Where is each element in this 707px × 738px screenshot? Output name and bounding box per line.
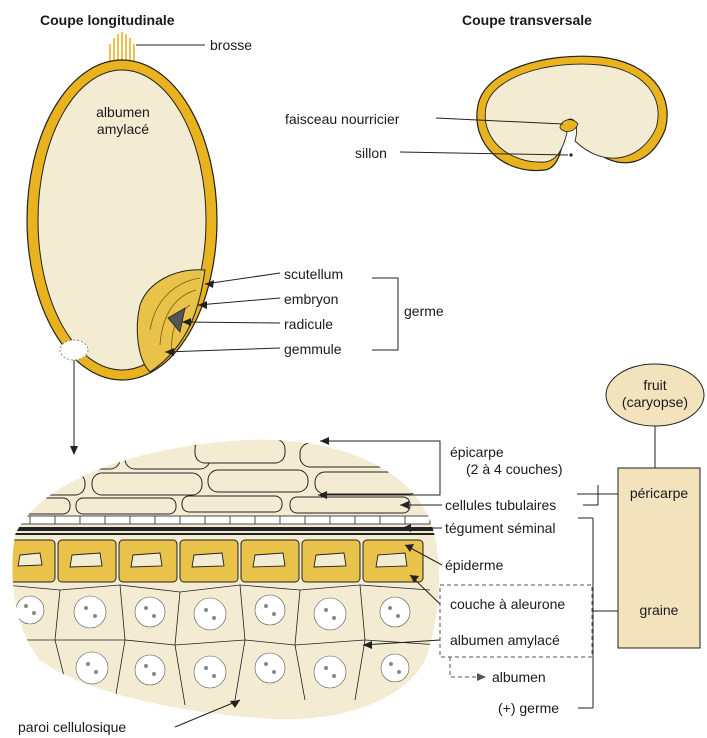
label-aleurone: couche à aleurone (450, 596, 565, 612)
label-faisceau: faisceau nourricier (285, 111, 399, 127)
label-caryopse: (caryopse) (606, 394, 704, 411)
label-germe: germe (404, 303, 444, 319)
label-brosse: brosse (210, 37, 252, 53)
transversal-title: Coupe transversale (462, 12, 592, 28)
label-gemmule: gemmule (284, 341, 342, 357)
label-scutellum: scutellum (284, 266, 343, 282)
label-radicule: radicule (284, 316, 333, 332)
detail-spot (60, 340, 88, 360)
label-albumen: albumen (492, 669, 546, 685)
label-epicarpe: épicarpe (450, 444, 504, 460)
label-epiderme: épiderme (445, 557, 503, 573)
tissue-section (0, 430, 450, 730)
label-embryon: embryon (284, 291, 338, 307)
longitudinal-grain (27, 32, 398, 455)
label-plus-germe: (+) germe (498, 700, 559, 716)
label-tegument: tégument séminal (445, 520, 556, 536)
label-fruit: fruit (606, 377, 704, 394)
longitudinal-title: Coupe longitudinale (40, 12, 175, 28)
transversal-grain (400, 56, 667, 170)
label-amylace: amylacé (78, 121, 168, 137)
label-albumen: albumen (78, 104, 168, 120)
label-graine: graine (618, 602, 700, 619)
label-albumen-amylace: albumen amylacé (450, 632, 560, 648)
label-epicarpe-couches: (2 à 4 couches) (466, 461, 563, 477)
label-pericarpe: péricarpe (618, 485, 700, 502)
label-cellules-tubulaires: cellules tubulaires (445, 497, 556, 513)
faisceau-shape (560, 120, 578, 132)
label-paroi: paroi cellulosique (18, 719, 126, 735)
label-sillon: sillon (355, 145, 387, 161)
brosse-bristles (110, 32, 134, 62)
